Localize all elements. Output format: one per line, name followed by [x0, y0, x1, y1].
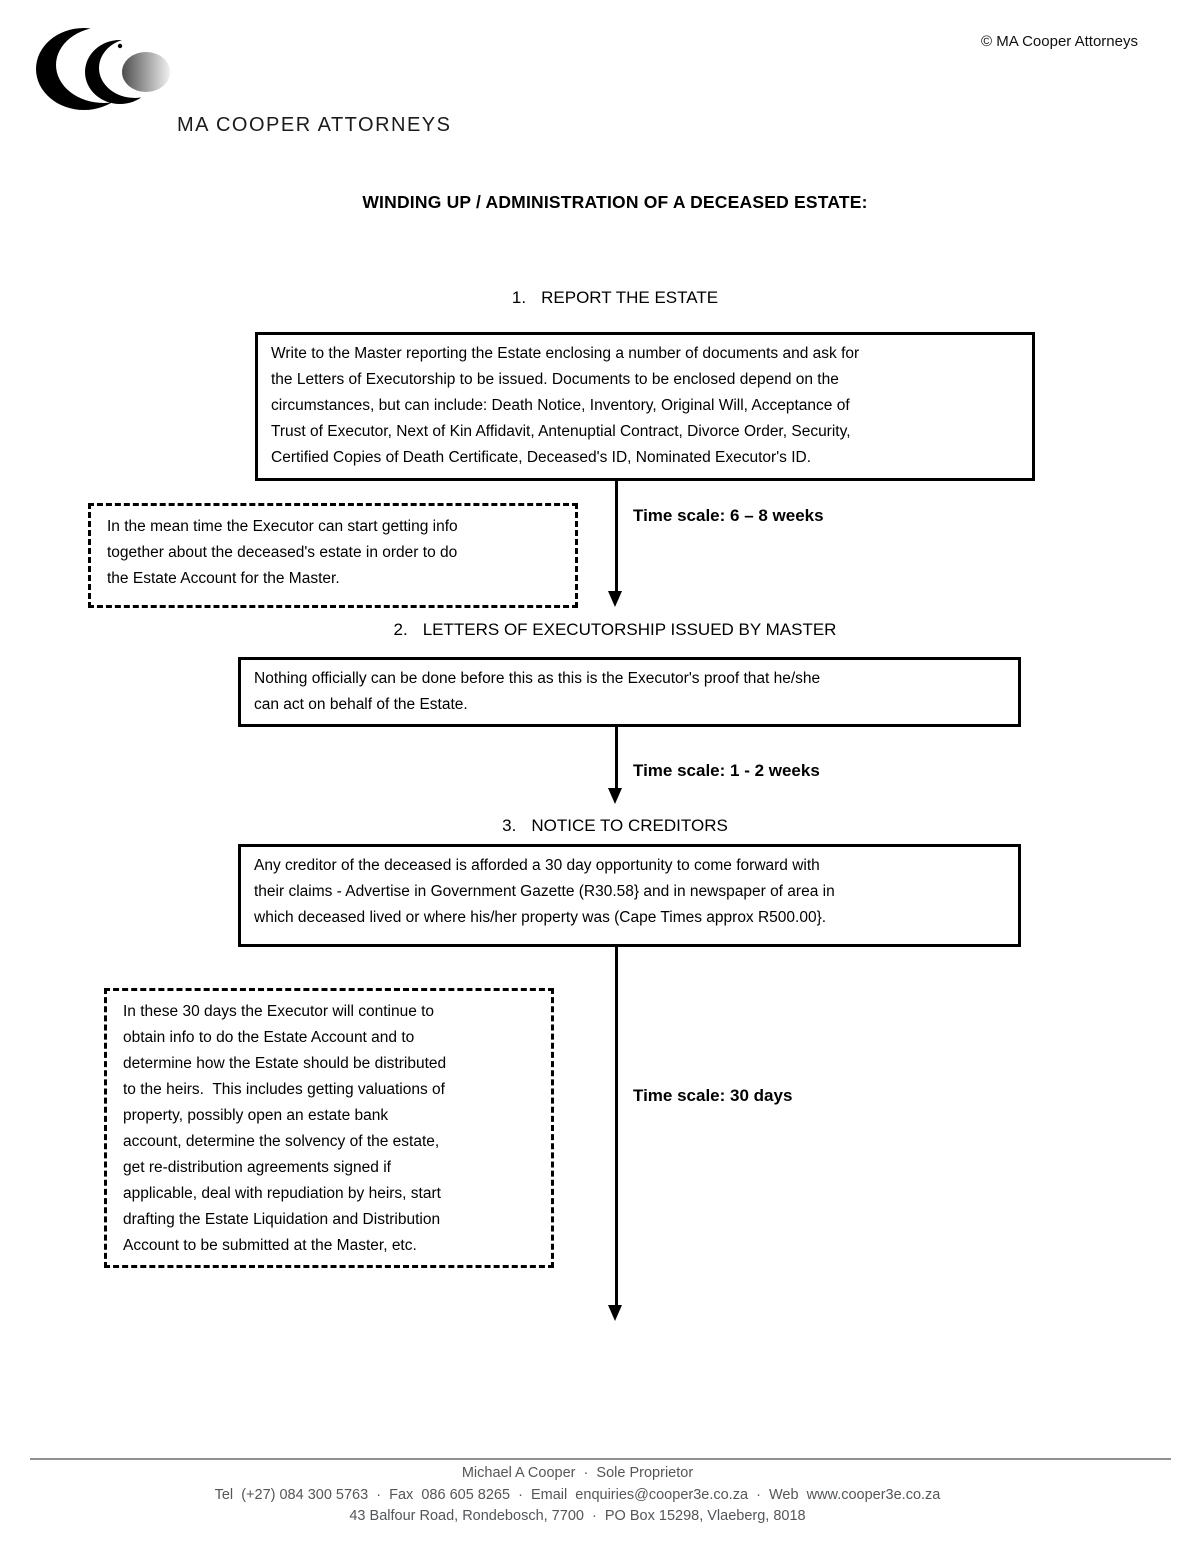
arrow-2-head-icon	[608, 788, 622, 804]
step-3-title: NOTICE TO CREDITORS	[531, 816, 728, 835]
step-1-title: REPORT THE ESTATE	[541, 288, 719, 307]
step-2-number: 2.	[393, 620, 408, 639]
footer-divider	[30, 1458, 1171, 1460]
step-3-description-box: Any creditor of the deceased is afforded…	[238, 844, 1021, 947]
arrow-3-line	[615, 947, 618, 1305]
side-note-1-box: In the mean time the Executor can start …	[88, 503, 578, 608]
time-scale-1-label: Time scale: 6 – 8 weeks	[633, 506, 824, 525]
step-2-description: Nothing officially can be done before th…	[254, 670, 821, 713]
footer: Michael A Cooper · Sole Proprietor Tel (…	[0, 1463, 1155, 1528]
step-3-heading: 3. NOTICE TO CREDITORS	[30, 816, 1200, 836]
company-logo-icon	[36, 27, 171, 110]
arrow-3-head-icon	[608, 1305, 622, 1321]
step-1-description: Write to the Master reporting the Estate…	[271, 345, 860, 466]
arrow-1-head-icon	[608, 591, 622, 607]
footer-address: 43 Balfour Road, Rondebosch, 7700 · PO B…	[349, 1508, 806, 1524]
step-1-number: 1.	[511, 288, 527, 307]
step-1-description-box: Write to the Master reporting the Estate…	[255, 332, 1035, 481]
step-3-number: 3.	[502, 816, 517, 835]
footer-contacts: Tel (+27) 084 300 5763 · Fax 086 605 826…	[214, 1486, 941, 1503]
step-2-title: LETTERS OF EXECUTORSHIP ISSUED BY MASTER	[422, 620, 837, 639]
copyright-notice: © MA Cooper Attorneys	[981, 33, 1138, 50]
time-scale-3-label: Time scale: 30 days	[633, 1086, 793, 1105]
document-title: WINDING UP / ADMINISTRATION OF A DECEASE…	[362, 192, 868, 212]
side-note-2-box: In these 30 days the Executor will conti…	[104, 988, 554, 1268]
step-3-description: Any creditor of the deceased is afforded…	[254, 857, 835, 926]
side-note-1-text: In the mean time the Executor can start …	[107, 518, 458, 587]
step-2-description-box: Nothing officially can be done before th…	[238, 657, 1021, 727]
arrow-1-line	[615, 481, 618, 593]
footer-proprietor: Michael A Cooper · Sole Proprietor	[461, 1465, 694, 1481]
company-name: MA COOPER ATTORNEYS	[177, 114, 452, 136]
time-scale-2-label: Time scale: 1 - 2 weeks	[633, 761, 820, 780]
arrow-2-line	[615, 727, 618, 788]
side-note-2-text: In these 30 days the Executor will conti…	[123, 1003, 447, 1254]
step-1-heading: 1. REPORT THE ESTATE	[30, 288, 1200, 308]
step-2-heading: 2. LETTERS OF EXECUTORSHIP ISSUED BY MAST…	[30, 620, 1200, 640]
